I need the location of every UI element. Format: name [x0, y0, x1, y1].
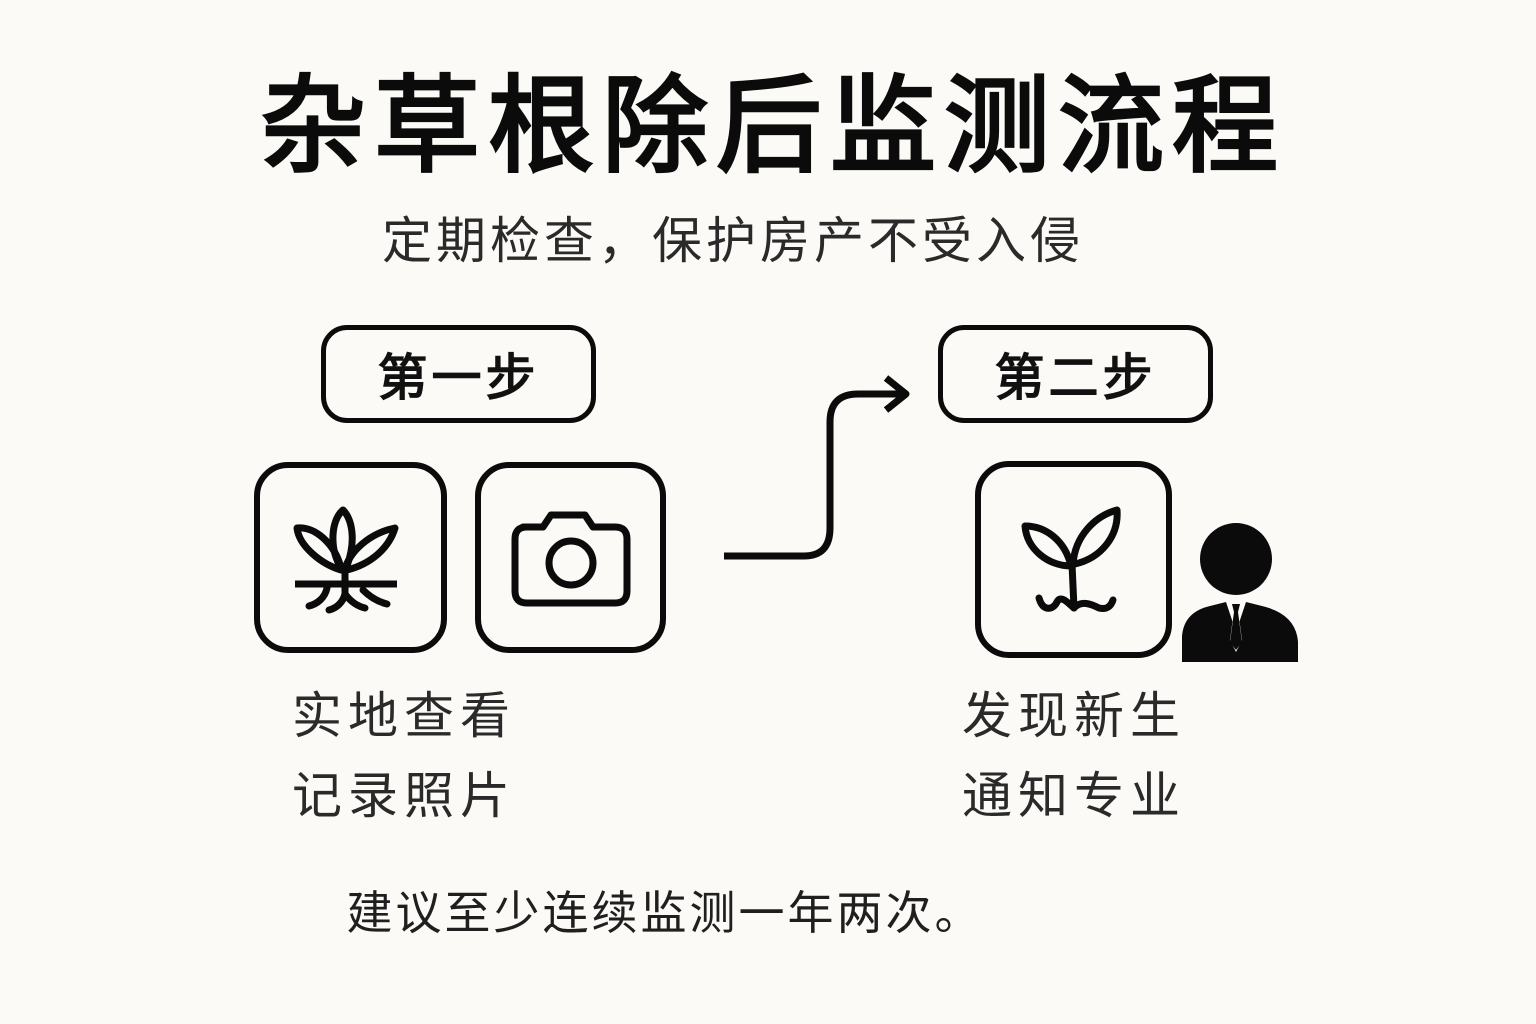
- camera-icon: [511, 511, 630, 606]
- step-2-caption-line-2: 通知专业: [962, 767, 1186, 825]
- footer-recommendation: 建议至少连续监测一年两次。: [346, 886, 984, 940]
- step-1-label: 第一步: [321, 325, 596, 423]
- camera-icon-box: [475, 462, 666, 653]
- page-subtitle: 定期检查，保护房产不受入侵: [382, 212, 1084, 270]
- step-1-caption-line-1: 实地查看: [292, 687, 516, 745]
- sprout-icon-box: [975, 461, 1172, 658]
- step-arrow-icon: [724, 375, 910, 560]
- step-2-label: 第二步: [938, 325, 1213, 423]
- step-2-label-text: 第二步: [994, 349, 1157, 407]
- step-1-caption-line-2: 记录照片: [292, 767, 516, 825]
- step-1-caption: 实地查看 记录照片: [292, 676, 516, 836]
- page-title: 杂草根除后监测流程: [260, 65, 1286, 188]
- professional-person-icon: [1182, 523, 1298, 662]
- weed-with-roots-icon: [293, 506, 398, 613]
- weed-icon-box: [254, 462, 447, 653]
- step-2-caption: 发现新生 通知专业: [962, 676, 1186, 836]
- step-2-caption-line-1: 发现新生: [962, 687, 1186, 745]
- sprout-icon: [1021, 506, 1121, 612]
- step-1-label-text: 第一步: [377, 349, 540, 407]
